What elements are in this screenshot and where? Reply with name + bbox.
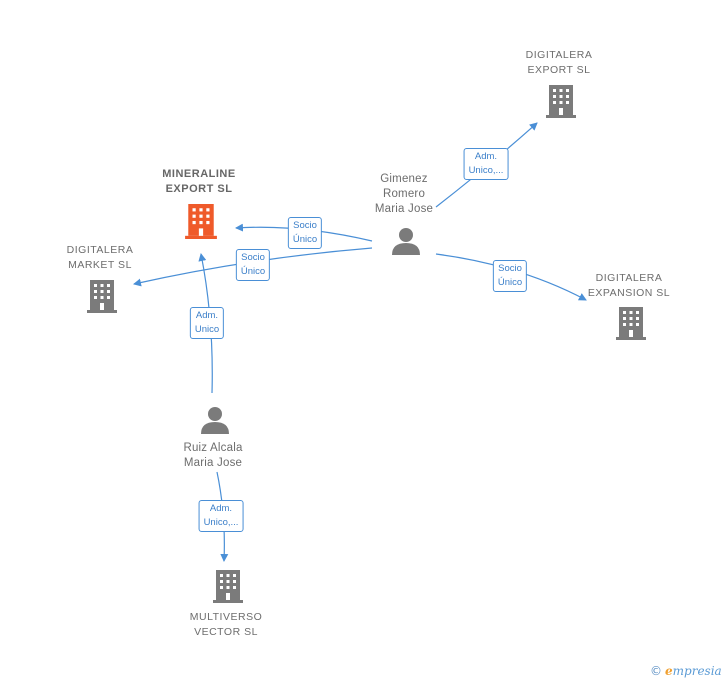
edge-label-ruiz-mineraline[interactable]: Adm. Unico xyxy=(189,307,225,339)
building-icon[interactable] xyxy=(213,570,243,603)
edge-label-gimenez-market[interactable]: Socio Único xyxy=(235,249,271,281)
edge-label-gimenez-mineraline[interactable]: Socio Único xyxy=(287,217,323,249)
building-icon[interactable] xyxy=(185,204,217,239)
node-label-mineraline-export[interactable]: MINERALINE EXPORT SL xyxy=(162,168,236,195)
building-icon[interactable] xyxy=(546,85,576,118)
edge-label-gimenez-expansion[interactable]: Socio Único xyxy=(492,260,528,292)
building-icon[interactable] xyxy=(87,280,117,313)
brand-logo[interactable]: ©empresia xyxy=(650,664,722,678)
node-label-ruiz-alcala[interactable]: Ruiz Alcala Maria Jose xyxy=(183,442,243,469)
node-label-gimenez-romero[interactable]: Gimenez Romero Maria Jose xyxy=(374,173,434,215)
node-label-multiverso-vector[interactable]: MULTIVERSO VECTOR SL xyxy=(189,611,263,638)
person-icon[interactable] xyxy=(200,406,230,434)
edge-label-gimenez-export[interactable]: Adm. Unico,... xyxy=(463,148,509,180)
node-label-digitalera-market[interactable]: DIGITALERA MARKET SL xyxy=(66,244,134,271)
copyright-icon: © xyxy=(650,664,662,678)
person-icon[interactable] xyxy=(391,227,421,255)
building-icon[interactable] xyxy=(616,307,646,340)
edge-label-ruiz-multiverso[interactable]: Adm. Unico,... xyxy=(198,500,244,532)
node-label-digitalera-expansion[interactable]: DIGITALERA EXPANSION SL xyxy=(587,272,671,299)
node-label-digitalera-export[interactable]: DIGITALERA EXPORT SL xyxy=(525,49,593,76)
